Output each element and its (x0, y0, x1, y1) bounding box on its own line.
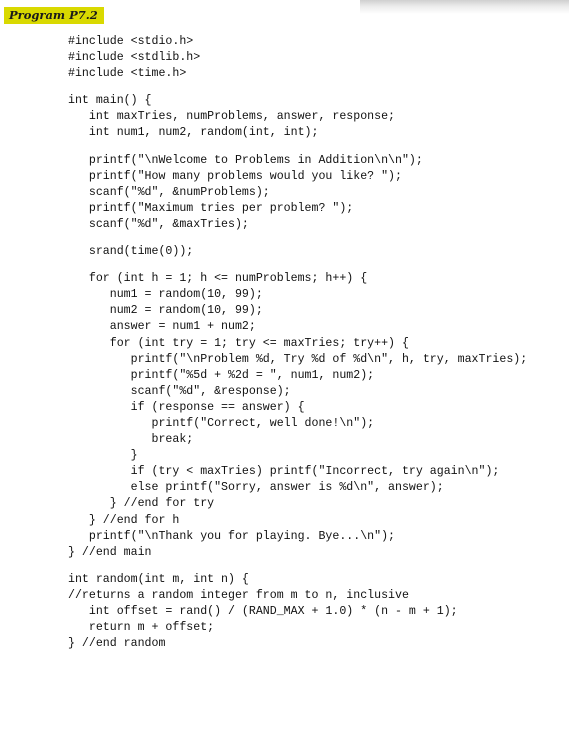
code-line: if (response == answer) { (68, 400, 305, 414)
code-line: printf("\nProblem %d, Try %d of %d\n", h… (68, 352, 528, 366)
code-line: } //end main (68, 545, 152, 559)
code-line: printf("Maximum tries per problem? "); (68, 201, 354, 215)
code-line: break; (68, 433, 194, 447)
code-line: printf("\nThank you for playing. Bye...\… (68, 529, 395, 543)
code-line: num1 = random(10, 99); (68, 288, 263, 302)
code-line: int main() { (68, 94, 152, 108)
code-line: answer = num1 + num2; (68, 320, 256, 334)
code-line: printf("\nWelcome to Problems in Additio… (68, 153, 423, 167)
code-line (68, 82, 527, 93)
code-line: #include <stdlib.h> (68, 51, 201, 65)
code-line: } //end for try (68, 497, 215, 511)
code-listing: #include <stdio.h> #include <stdlib.h> #in… (68, 34, 527, 652)
code-line: int maxTries, numProblems, answer, respo… (68, 110, 395, 124)
code-line: } //end for h (68, 513, 180, 527)
code-line: int num1, num2, random(int, int); (68, 126, 319, 140)
code-line: //returns a random integer from m to n, … (68, 588, 409, 602)
code-line: for (int h = 1; h <= numProblems; h++) { (68, 272, 368, 286)
code-line: scanf("%d", &maxTries); (68, 217, 249, 231)
code-line: scanf("%d", &numProblems); (68, 185, 270, 199)
code-line (68, 561, 527, 572)
code-line: #include <time.h> (68, 67, 187, 81)
code-line: return m + offset; (68, 621, 215, 635)
program-label: Program P7.2 (4, 7, 104, 24)
code-line: printf("How many problems would you like… (68, 169, 402, 183)
code-line: printf("%5d + %2d = ", num1, num2); (68, 368, 375, 382)
code-line: srand(time(0)); (68, 245, 194, 259)
code-line: } (68, 449, 138, 463)
code-line (68, 260, 527, 271)
code-line: int random(int m, int n) { (68, 572, 249, 586)
code-line: } //end random (68, 637, 166, 651)
code-line: int offset = rand() / (RAND_MAX + 1.0) *… (68, 605, 458, 618)
top-edge-shadow (360, 0, 569, 14)
code-line: if (try < maxTries) printf("Incorrect, t… (68, 465, 500, 479)
code-line: #include <stdio.h> (68, 35, 194, 48)
code-line (68, 233, 527, 244)
code-line (68, 142, 527, 153)
code-line: scanf("%d", &response); (68, 384, 291, 398)
code-line: num2 = random(10, 99); (68, 304, 263, 318)
code-line: printf("Correct, well done!\n"); (68, 416, 375, 430)
code-line: else printf("Sorry, answer is %d\n", ans… (68, 481, 444, 495)
code-line: for (int try = 1; try <= maxTries; try++… (68, 336, 409, 350)
